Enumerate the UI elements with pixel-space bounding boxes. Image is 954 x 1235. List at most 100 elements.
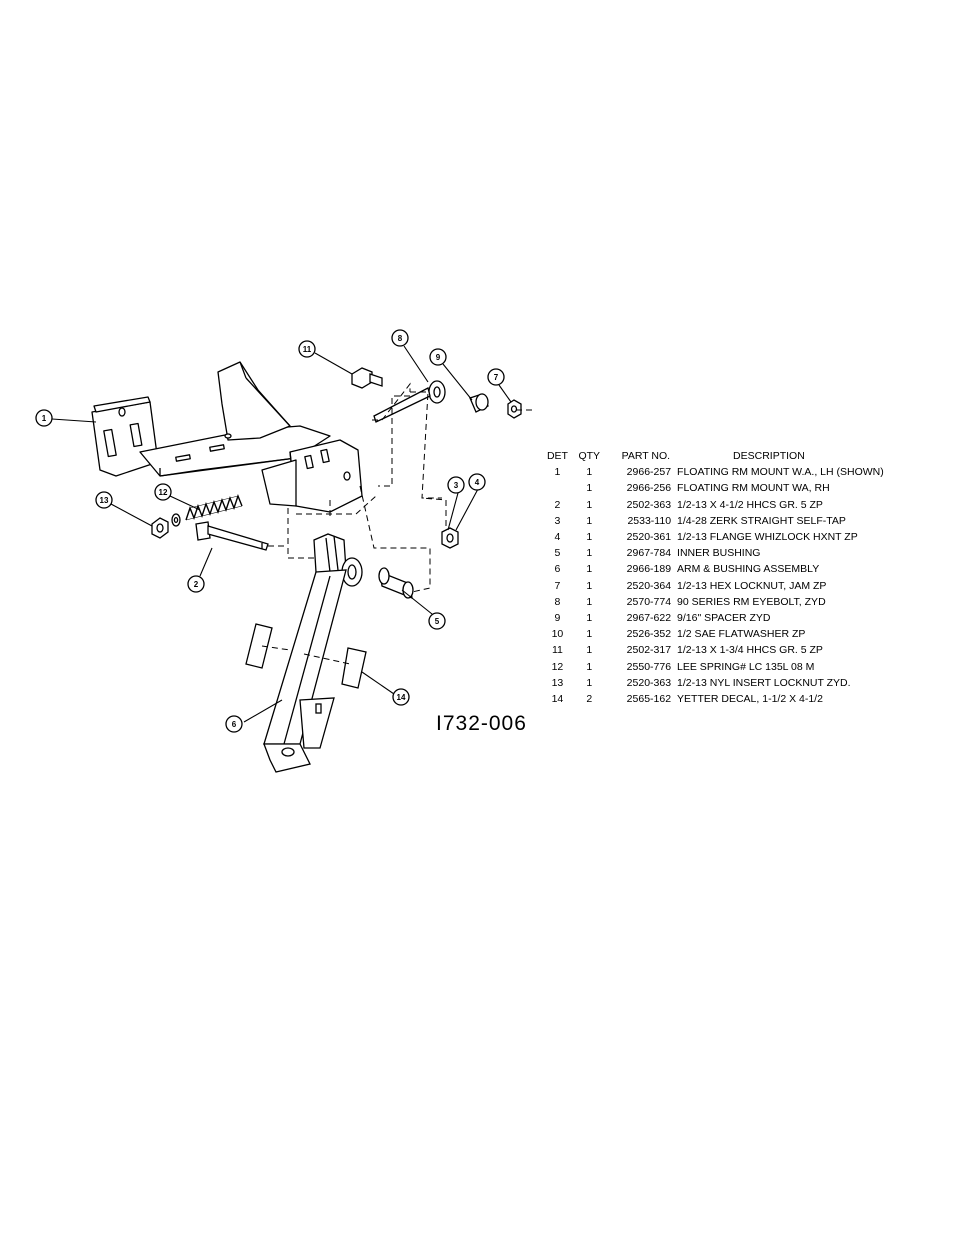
table-row: 14 2 2565-162 YETTER DECAL, 1-1/2 X 4-1/… [544, 691, 924, 707]
callout-bubble-7: 7 [487, 368, 505, 386]
table-row: 10 1 2526-352 1/2 SAE FLATWASHER ZP [544, 626, 924, 642]
callout-bubble-6: 6 [225, 715, 243, 733]
cell-description: FLOATING RM MOUNT WA, RH [677, 482, 830, 495]
cell-det: 13 [551, 676, 564, 689]
drawing-number: I732-006 [436, 712, 527, 735]
cell-part-no: 2565-162 [626, 693, 672, 706]
cell-qty: 1 [586, 612, 593, 625]
cell-det: 5 [554, 547, 561, 560]
cell-part-no: 2570-774 [626, 595, 672, 608]
callout-label-4: 4 [475, 478, 480, 487]
callout-bubble-8: 8 [391, 329, 409, 347]
callout-label-11: 11 [303, 345, 312, 354]
table-row: 2 1 2502-363 1/2-13 X 4-1/2 HHCS GR. 5 Z… [544, 497, 924, 513]
cell-description: 1/2-13 FLANGE WHIZLOCK HXNT ZP [677, 531, 858, 544]
cell-part-no: 2967-784 [626, 547, 672, 560]
callout-bubble-11: 11 [298, 340, 316, 358]
callout-label-14: 14 [397, 693, 406, 702]
cell-description: ARM & BUSHING ASSEMBLY [677, 563, 820, 576]
table-row: 4 1 2520-361 1/2-13 FLANGE WHIZLOCK HXNT… [544, 529, 924, 545]
header-description: DESCRIPTION [733, 450, 805, 462]
part-11-short-bolt [351, 367, 383, 389]
callout-bubble-9: 9 [429, 348, 447, 366]
table-row: 13 1 2520-363 1/2-13 NYL INSERT LOCKNUT … [544, 675, 924, 691]
callout-bubble-12: 12 [154, 483, 172, 501]
cell-qty: 1 [586, 644, 593, 657]
cell-det: 9 [554, 612, 561, 625]
cell-det: 11 [551, 644, 563, 657]
part-9-spacer [469, 393, 489, 413]
cell-description: 1/2-13 NYL INSERT LOCKNUT ZYD. [677, 676, 851, 689]
cell-qty: 1 [586, 595, 593, 608]
part-13-locknut [151, 513, 181, 539]
cell-qty: 1 [586, 676, 593, 689]
cell-det: 8 [554, 595, 561, 608]
cell-qty: 1 [586, 563, 593, 576]
cell-det: 12 [551, 660, 564, 673]
table-row: 8 1 2570-774 90 SERIES RM EYEBOLT, ZYD [544, 594, 924, 610]
table-row: 3 1 2533-110 1/4-28 ZERK STRAIGHT SELF-T… [544, 513, 924, 529]
callout-label-1: 1 [42, 414, 47, 423]
cell-det: 10 [551, 628, 564, 641]
cell-description: 1/4-28 ZERK STRAIGHT SELF-TAP [677, 514, 846, 527]
cell-description: LEE SPRING# LC 135L 08 M [677, 660, 815, 673]
callout-label-8: 8 [398, 334, 403, 343]
table-row: 1 2966-256 FLOATING RM MOUNT WA, RH [544, 480, 924, 496]
cell-part-no: 2502-317 [626, 644, 672, 657]
cell-part-no: 2520-361 [626, 531, 672, 544]
cell-part-no: 2967-622 [626, 612, 672, 625]
cell-det: 2 [554, 498, 561, 511]
callout-bubble-4: 4 [468, 473, 486, 491]
cell-qty: 1 [586, 514, 593, 527]
part-5-inner-bushing [378, 567, 414, 600]
cell-qty: 1 [586, 498, 593, 511]
part-7-jam-locknut [507, 399, 522, 419]
cell-det: 6 [554, 563, 561, 576]
callout-label-3: 3 [454, 481, 459, 490]
cell-qty: 1 [586, 482, 593, 495]
cell-part-no: 2966-256 [626, 482, 672, 495]
table-row: 6 1 2966-189 ARM & BUSHING ASSEMBLY [544, 561, 924, 577]
part-12-spring [185, 493, 243, 521]
callout-bubble-1: 1 [35, 409, 53, 427]
cell-description: 1/2-13 X 1-3/4 HHCS GR. 5 ZP [677, 644, 823, 657]
table-row: 9 1 2967-622 9/16" SPACER ZYD [544, 610, 924, 626]
cell-part-no: 2966-189 [626, 563, 672, 576]
callout-label-12: 12 [159, 488, 168, 497]
part-1-mount-bracket [91, 361, 363, 513]
cell-det [544, 480, 571, 496]
cell-qty: 1 [586, 628, 593, 641]
part-6-arm-assembly [263, 533, 363, 773]
table-row: 5 1 2967-784 INNER BUSHING [544, 545, 924, 561]
table-row: 11 1 2502-317 1/2-13 X 1-3/4 HHCS GR. 5 … [544, 642, 924, 658]
part-14-decals [245, 623, 367, 689]
cell-part-no: 2520-363 [626, 676, 672, 689]
part-2-long-bolt [195, 521, 269, 551]
callout-bubble-3: 3 [447, 476, 465, 494]
callout-label-2: 2 [194, 580, 199, 589]
cell-description: INNER BUSHING [677, 547, 761, 560]
cell-qty: 1 [586, 579, 593, 592]
cell-qty: 1 [586, 547, 593, 560]
header-part-no: PART NO. [621, 450, 671, 462]
cell-description: FLOATING RM MOUNT W.A., LH (SHOWN) [677, 466, 884, 479]
cell-description: 90 SERIES RM EYEBOLT, ZYD [677, 595, 826, 608]
cell-part-no: 2502-363 [626, 498, 672, 511]
cell-part-no: 2520-364 [626, 579, 672, 592]
table-row: 1 1 2966-257 FLOATING RM MOUNT W.A., LH … [544, 464, 924, 480]
callout-label-13: 13 [100, 496, 109, 505]
cell-part-no: 2533-110 [627, 514, 672, 527]
cell-qty: 1 [586, 531, 593, 544]
table-row: 7 1 2520-364 1/2-13 HEX LOCKNUT, JAM ZP [544, 578, 924, 594]
cell-det: 7 [554, 579, 561, 592]
cell-description: YETTER DECAL, 1-1/2 X 4-1/2 [677, 693, 823, 706]
cell-description: 9/16" SPACER ZYD [677, 612, 771, 625]
cell-part-no: 2526-352 [626, 628, 672, 641]
cell-part-no: 2550-776 [626, 660, 672, 673]
cell-qty: 2 [586, 693, 593, 706]
table-row: 12 1 2550-776 LEE SPRING# LC 135L 08 M [544, 659, 924, 675]
cell-det: 14 [551, 693, 564, 706]
parts-list-table: DET QTY PART NO. DESCRIPTION 1 1 2966-25… [544, 448, 924, 707]
parts-table-header-row: DET QTY PART NO. DESCRIPTION [544, 448, 924, 464]
